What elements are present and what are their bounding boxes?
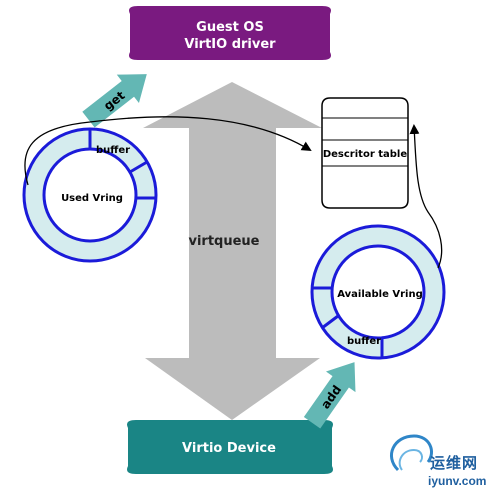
used-to-descriptor-line (24, 116, 312, 186)
virtqueue-double-arrow (143, 82, 322, 420)
available-vring-label: Available Vring (337, 289, 422, 300)
virtio-device-label: Virtio Device (182, 441, 276, 456)
watermark-url-text: iyunv.com (428, 474, 487, 488)
watermark-logo-icon (390, 434, 433, 472)
virtio-driver-label: VirtIO driver (184, 37, 276, 52)
available-vring-buffer-label: buffer (347, 336, 381, 347)
used-vring-label: Used Vring (61, 193, 123, 204)
available-to-descriptor-line (409, 124, 443, 269)
available-vring-divider (321, 314, 339, 330)
guest-os-label: Guest OS (196, 20, 264, 35)
used-vring-buffer-label: buffer (96, 145, 130, 156)
available-vring: Available Vring buffer (310, 224, 446, 360)
used-vring: Used Vring buffer (22, 127, 158, 263)
get-arrow: get (82, 74, 147, 128)
virtqueue-label: virtqueue (188, 234, 259, 249)
descriptor-table-label: Descritor table (323, 149, 408, 160)
used-vring-divider (129, 160, 148, 174)
virtio-device-box (127, 420, 333, 474)
descriptor-table: Descritor table (321, 97, 409, 209)
guest-os-box (129, 6, 331, 60)
watermark-chinese-text: 运维网 (430, 455, 479, 472)
